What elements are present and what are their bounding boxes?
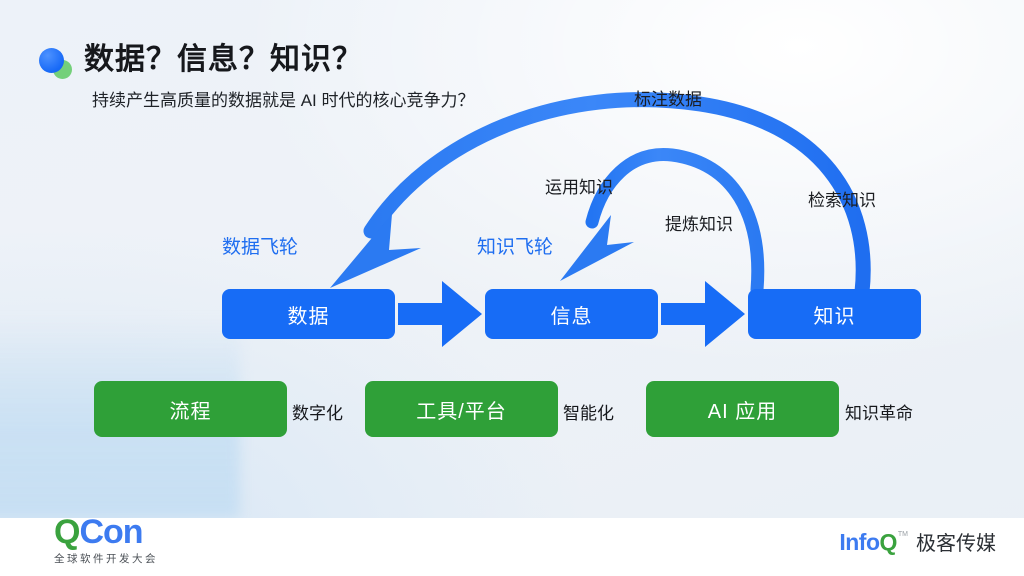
between-label-intelligentization: 智能化 (563, 404, 614, 423)
information-to-knowledge-arrow (661, 281, 745, 347)
process-box-data-label: 数据 (287, 305, 330, 328)
infoq-logo-chinese-name: 极客传媒 (916, 533, 996, 555)
infoq-logo-trademark: TM (897, 531, 908, 538)
infoq-logo-q: Q (879, 529, 898, 555)
layer-box-tools-platform-label: 工具/平台 (416, 400, 507, 423)
qcon-logo-subtitle: 全球软件开发大会 (54, 553, 158, 565)
page-subtitle: 持续产生高质量的数据就是 AI 时代的核心竞争力？ (92, 91, 475, 110)
arc-label-apply-knowledge: 运用知识 (545, 178, 613, 197)
layer-box-ai-application-label: AI 应用 (707, 400, 778, 423)
between-label-digitalization: 数字化 (292, 404, 343, 423)
qcon-wordmark: QCon (54, 515, 158, 549)
process-box-data[interactable]: 数据 (222, 289, 395, 339)
data-to-information-arrow (398, 281, 482, 347)
process-box-information[interactable]: 信息 (485, 289, 658, 339)
layer-box-process-label: 流程 (169, 400, 212, 423)
arc-label-refine-knowledge: 提炼知识 (665, 215, 733, 234)
qcon-logo-con: Con (79, 513, 143, 551)
knowledge-flywheel-arc (560, 148, 765, 297)
arc-label-retrieve-knowledge: 检索知识 (808, 191, 876, 210)
infoq-logo-info: Info (839, 529, 880, 555)
arc-label-annotate-data: 标注数据 (634, 90, 702, 109)
layer-box-tools-platform[interactable]: 工具/平台 (365, 381, 558, 437)
blue-circle-icon (39, 48, 64, 73)
layer-box-ai-application[interactable]: AI 应用 (646, 381, 839, 437)
footer-strip (0, 518, 1024, 576)
flywheel-label-data: 数据飞轮 (222, 237, 299, 258)
page-title: 数据？信息？知识？ (84, 43, 363, 76)
process-box-information-label: 信息 (550, 305, 593, 328)
layer-box-process[interactable]: 流程 (94, 381, 287, 437)
two-circles-icon (36, 48, 76, 80)
infoq-logo: Info Q TM 极客传媒 (839, 527, 996, 556)
between-label-knowledge-revolution: 知识革命 (845, 404, 913, 423)
data-flywheel-arc (330, 92, 871, 300)
process-box-knowledge[interactable]: 知识 (748, 289, 921, 339)
flywheel-label-knowledge: 知识飞轮 (477, 237, 554, 258)
process-box-knowledge-label: 知识 (813, 305, 856, 328)
qcon-logo-q: Q (54, 513, 80, 551)
qcon-logo: QCon 全球软件开发大会 (54, 515, 158, 566)
